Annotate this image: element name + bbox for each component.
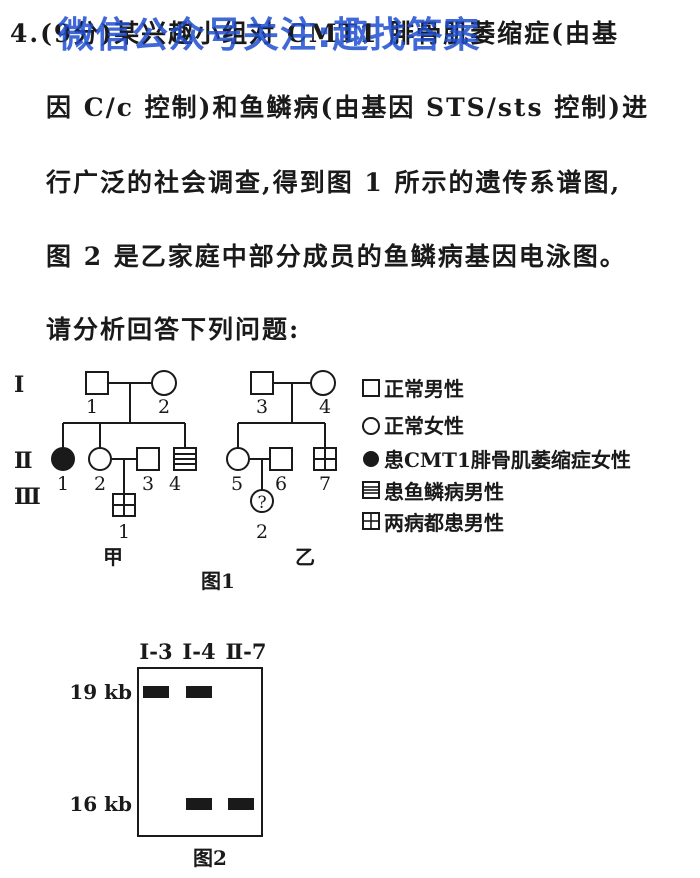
question-line-1-tail: 分)某兴趣小组对 CMT1 腓骨肌萎缩症(由基 [73, 19, 619, 48]
generation-I-label: Ⅰ [14, 372, 24, 398]
jia-I1-normal-male [85, 371, 109, 395]
figure1-caption: 图1 [201, 569, 235, 593]
legend-ichthyosis-male-symbol [362, 481, 380, 499]
yi-I3-number: 3 [256, 396, 268, 418]
jia-II2-number: 2 [94, 473, 106, 495]
yi-II5-normal-female [226, 447, 250, 471]
yi-III2-unknown-female [250, 489, 274, 513]
jia-II3-number: 3 [142, 473, 154, 495]
question-line-4: 图 2 是乙家庭中部分成员的鱼鳞病基因电泳图。 [46, 242, 627, 271]
legend-normal-male-symbol [362, 379, 380, 397]
jia-III1-both-diseases-male [112, 493, 136, 517]
jia-I2-normal-female [151, 370, 177, 396]
pedigree-legend: 正常男性 正常女性 患CMT1腓骨肌萎缩症女性 患鱼鳞病男性 两病都患男性 [362, 377, 631, 535]
legend-both-diseases-male-symbol [362, 512, 380, 530]
question-line-5: 请分析回答下列问题: [46, 315, 301, 344]
lane-label-I-4: Ⅰ-4 [182, 639, 215, 664]
generation-II-label: Ⅱ [14, 448, 33, 474]
question-line-2: 因 C/c 控制)和鱼鳞病(由基因 STS/sts 控制)进 [46, 93, 650, 122]
watermark-text: 微信公众号关注:趣找答案 [58, 15, 481, 56]
question-line-1: 4.(9分)某兴趣小组对 CMT1 腓骨肌萎缩症(由基 [10, 14, 619, 50]
band-I-3-19kb [143, 686, 169, 698]
legend-ichthyosis-male-label: 患鱼鳞病男性 [384, 480, 504, 504]
yi-III2-number: 2 [256, 521, 268, 543]
yi-III2-question-mark: ? [257, 493, 266, 513]
yi-II7-number: 7 [319, 473, 331, 495]
question-number: 4.(9 [10, 19, 74, 48]
legend-normal-female-label: 正常女性 [384, 414, 464, 438]
yi-II5-number: 5 [231, 473, 243, 495]
yi-I4-number: 4 [319, 396, 331, 418]
yi-I4-normal-female [310, 370, 336, 396]
jia-II2-normal-female [88, 447, 112, 471]
family-yi-label: 乙 [295, 545, 315, 569]
yi-II6-number: 6 [275, 473, 287, 495]
legend-normal-male-label: 正常男性 [384, 377, 464, 401]
band-II-7-16kb [228, 798, 254, 810]
band-label-16kb: 16 kb [69, 792, 132, 816]
generation-III-label: Ⅲ [14, 484, 41, 510]
question-line-3: 行广泛的社会调查,得到图 1 所示的遗传系谱图, [46, 168, 622, 197]
legend-cmt1-female-symbol [363, 451, 379, 467]
family-jia-label: 甲 [103, 545, 123, 569]
figure2-caption: 图2 [193, 846, 227, 870]
yi-II7-both-diseases-male [313, 447, 337, 471]
jia-II4-ichthyosis-male [173, 447, 197, 471]
jia-II1-affected-female [51, 447, 75, 471]
jia-II1-number: 1 [57, 473, 69, 495]
jia-III1-number: 1 [118, 521, 130, 543]
band-I-4-16kb [186, 798, 212, 810]
jia-II3-normal-male [136, 447, 160, 471]
lane-label-I-3: Ⅰ-3 [139, 639, 172, 664]
yi-I3-normal-male [250, 371, 274, 395]
band-label-19kb: 19 kb [69, 680, 132, 704]
legend-both-diseases-male-label: 两病都患男性 [384, 511, 504, 535]
legend-cmt1-female-label: 患CMT1腓骨肌萎缩症女性 [384, 448, 631, 472]
jia-II4-number: 4 [169, 473, 181, 495]
band-I-4-19kb [186, 686, 212, 698]
jia-I1-number: 1 [86, 396, 98, 418]
lane-label-II-7: Ⅱ-7 [225, 639, 266, 664]
jia-I2-number: 2 [158, 396, 170, 418]
legend-normal-female-symbol [362, 417, 380, 435]
yi-II6-normal-male [269, 447, 293, 471]
